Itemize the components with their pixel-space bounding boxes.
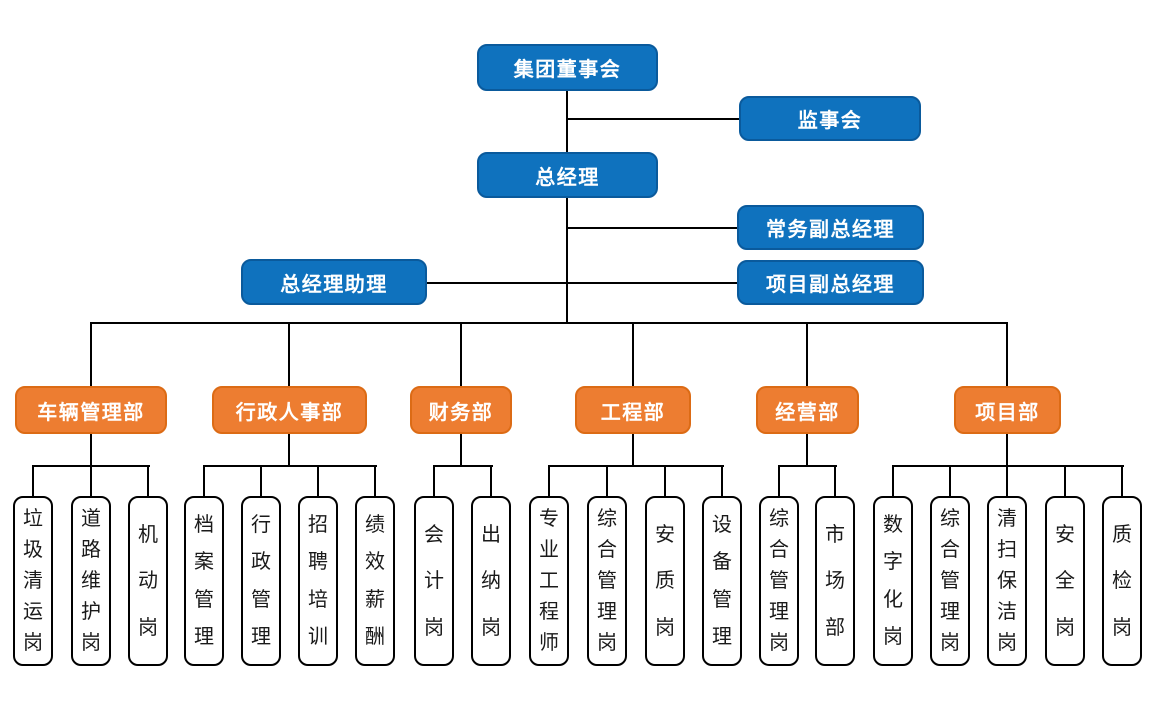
connector-line <box>1064 465 1066 496</box>
node-pos-equipment-management: 设备管理 <box>702 496 742 666</box>
connector-line <box>806 322 808 386</box>
connector-line <box>834 465 836 496</box>
connector-line <box>90 322 92 386</box>
node-pos-archives-management: 档案管理 <box>184 496 224 666</box>
connector-line <box>33 465 150 467</box>
connector-line <box>606 465 608 496</box>
connector-line <box>1121 465 1123 496</box>
connector-line <box>892 465 894 496</box>
node-pos-market: 市场部 <box>815 496 855 666</box>
node-dept-vehicle-management: 车辆管理部 <box>15 386 167 434</box>
connector-line <box>1006 465 1008 496</box>
node-pos-sweeping-cleaning: 清扫保洁岗 <box>987 496 1027 666</box>
node-pos-general-management-ops: 综合管理岗 <box>759 496 799 666</box>
node-pos-mobile: 机动岗 <box>128 496 168 666</box>
node-pos-digitalization: 数字化岗 <box>873 496 913 666</box>
connector-line <box>90 434 92 465</box>
node-dept-admin-hr: 行政人事部 <box>212 386 367 434</box>
connector-line <box>288 322 290 386</box>
connector-line <box>427 282 737 284</box>
node-pos-safety-quality: 安质岗 <box>645 496 685 666</box>
connector-line <box>721 465 723 496</box>
connector-line <box>664 465 666 496</box>
node-general-manager: 总经理 <box>477 152 658 198</box>
node-pos-garbage-collection: 垃圾清运岗 <box>13 496 53 666</box>
connector-line <box>949 465 951 496</box>
connector-line <box>566 91 568 322</box>
connector-line <box>433 465 435 496</box>
node-pos-admin-management: 行政管理 <box>241 496 281 666</box>
connector-line <box>549 465 724 467</box>
connector-line <box>1006 322 1008 386</box>
node-pos-road-maintenance: 道路维护岗 <box>71 496 111 666</box>
node-dept-operations: 经营部 <box>756 386 859 434</box>
connector-line <box>460 322 462 386</box>
node-executive-deputy-gm: 常务副总经理 <box>737 205 924 250</box>
node-dept-finance: 财务部 <box>410 386 512 434</box>
node-gm-assistant: 总经理助理 <box>241 259 427 305</box>
connector-line <box>632 322 634 386</box>
connector-line <box>91 322 1008 324</box>
node-pos-cashier: 出纳岗 <box>471 496 511 666</box>
connector-line <box>490 465 492 496</box>
node-supervisory-board: 监事会 <box>739 96 921 141</box>
connector-line <box>778 465 780 496</box>
connector-line <box>779 465 837 467</box>
node-pos-quality-inspection: 质检岗 <box>1102 496 1142 666</box>
node-pos-general-management-eng: 综合管理岗 <box>587 496 627 666</box>
node-pos-general-management-proj: 综合管理岗 <box>930 496 970 666</box>
connector-line <box>566 227 737 229</box>
connector-line <box>203 465 205 496</box>
connector-line <box>90 465 92 496</box>
node-group-board: 集团董事会 <box>477 44 658 91</box>
connector-line <box>460 434 462 465</box>
connector-line <box>806 434 808 465</box>
node-pos-professional-engineer: 专业工程师 <box>529 496 569 666</box>
connector-line <box>566 118 739 120</box>
node-dept-engineering: 工程部 <box>575 386 691 434</box>
connector-line <box>204 465 377 467</box>
node-pos-accounting: 会计岗 <box>414 496 454 666</box>
connector-line <box>260 465 262 496</box>
connector-line <box>1006 434 1008 465</box>
connector-line <box>548 465 550 496</box>
node-pos-safety: 安全岗 <box>1045 496 1085 666</box>
connector-line <box>317 465 319 496</box>
connector-line <box>893 465 1124 467</box>
connector-line <box>374 465 376 496</box>
node-dept-project: 项目部 <box>954 386 1061 434</box>
node-pos-performance-pay: 绩效薪酬 <box>355 496 395 666</box>
connector-line <box>632 434 634 465</box>
node-pos-recruit-training: 招聘培训 <box>298 496 338 666</box>
connector-line <box>147 465 149 496</box>
connector-line <box>32 465 34 496</box>
connector-line <box>434 465 493 467</box>
connector-line <box>288 434 290 465</box>
node-project-deputy-gm: 项目副总经理 <box>737 260 924 305</box>
